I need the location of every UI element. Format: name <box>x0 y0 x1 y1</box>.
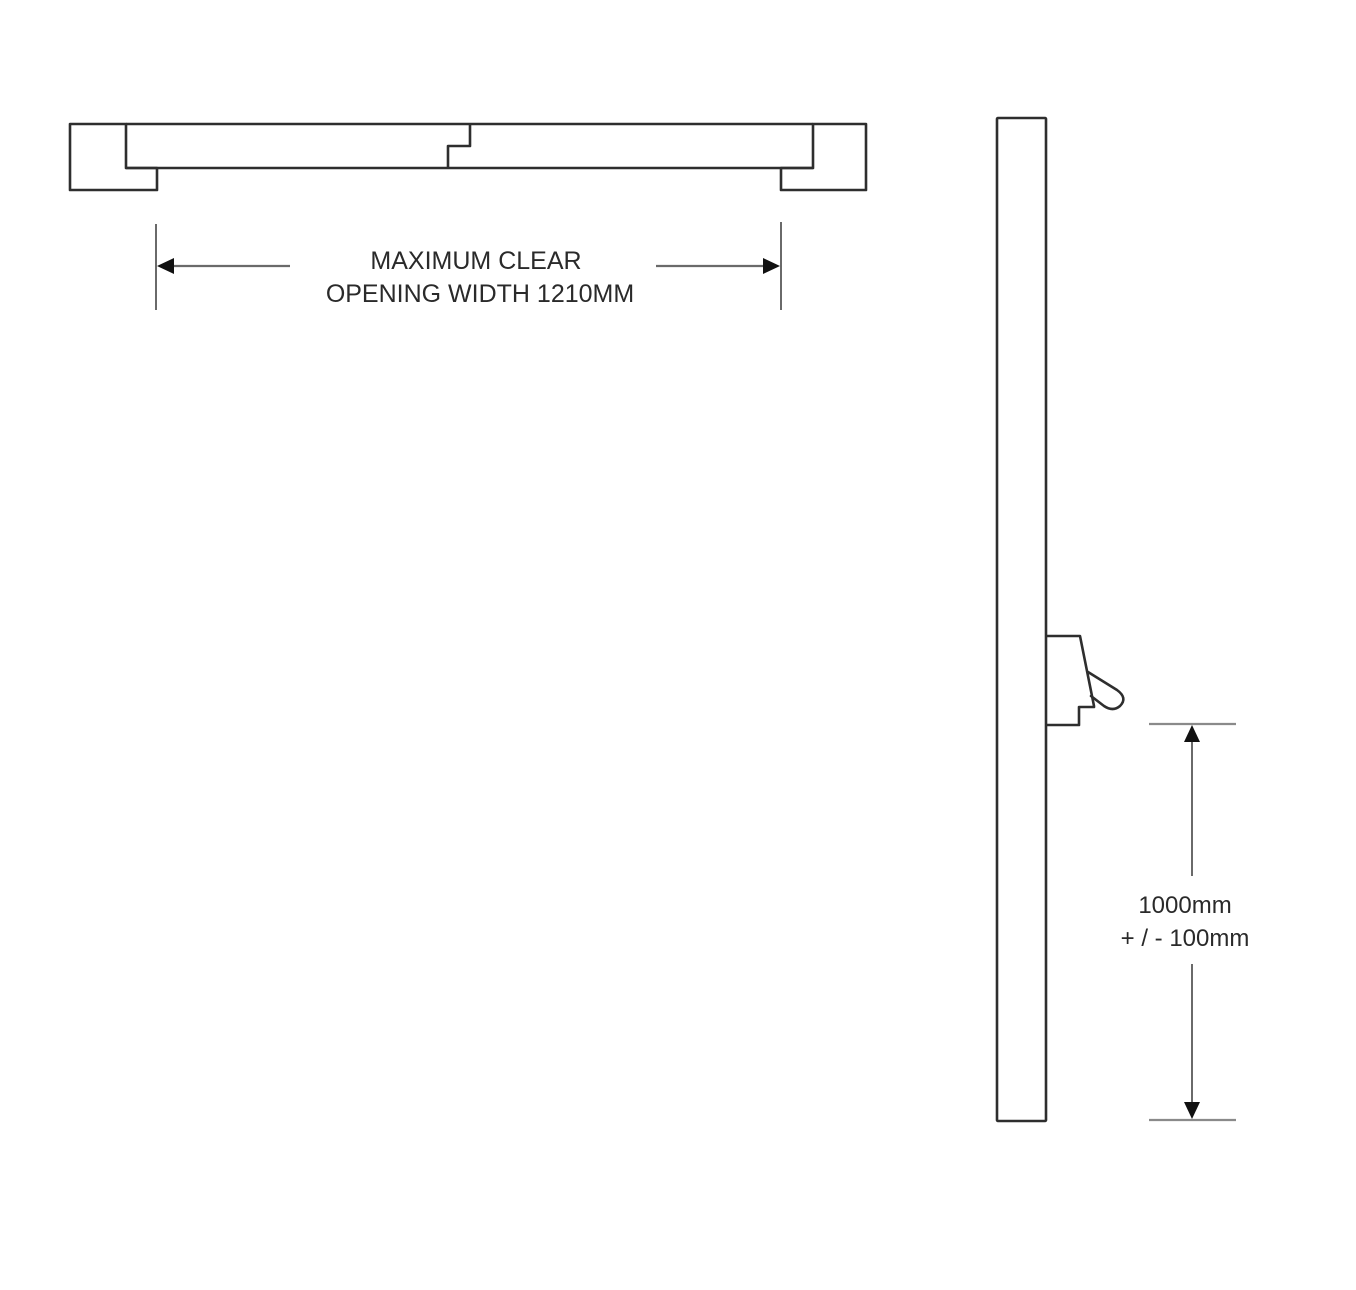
right-jamb <box>779 122 868 192</box>
handle-backplate <box>1046 634 1096 727</box>
width-dimension: MAXIMUM CLEAR OPENING WIDTH 1210MM <box>155 222 782 310</box>
height-dimension: 1000mm + / - 100mm <box>1121 722 1250 1122</box>
arrow-left-icon <box>157 258 174 274</box>
width-label-line2: OPENING WIDTH 1210MM <box>326 280 634 308</box>
height-label-line1: 1000mm <box>1138 892 1231 919</box>
lever-handle-icon <box>1086 670 1125 711</box>
left-jamb <box>68 122 159 192</box>
arrow-down-icon <box>1184 1102 1200 1119</box>
door-frame-plan-view <box>68 122 868 192</box>
width-label-line1: MAXIMUM CLEAR <box>370 247 581 275</box>
arrow-right-icon <box>763 258 780 274</box>
door-side-elevation <box>995 116 1096 1123</box>
meeting-stile-rebate <box>446 124 472 168</box>
height-label-line2: + / - 100mm <box>1121 925 1250 952</box>
arrow-up-icon <box>1184 725 1200 742</box>
door-leaf-edge <box>995 116 1048 1123</box>
